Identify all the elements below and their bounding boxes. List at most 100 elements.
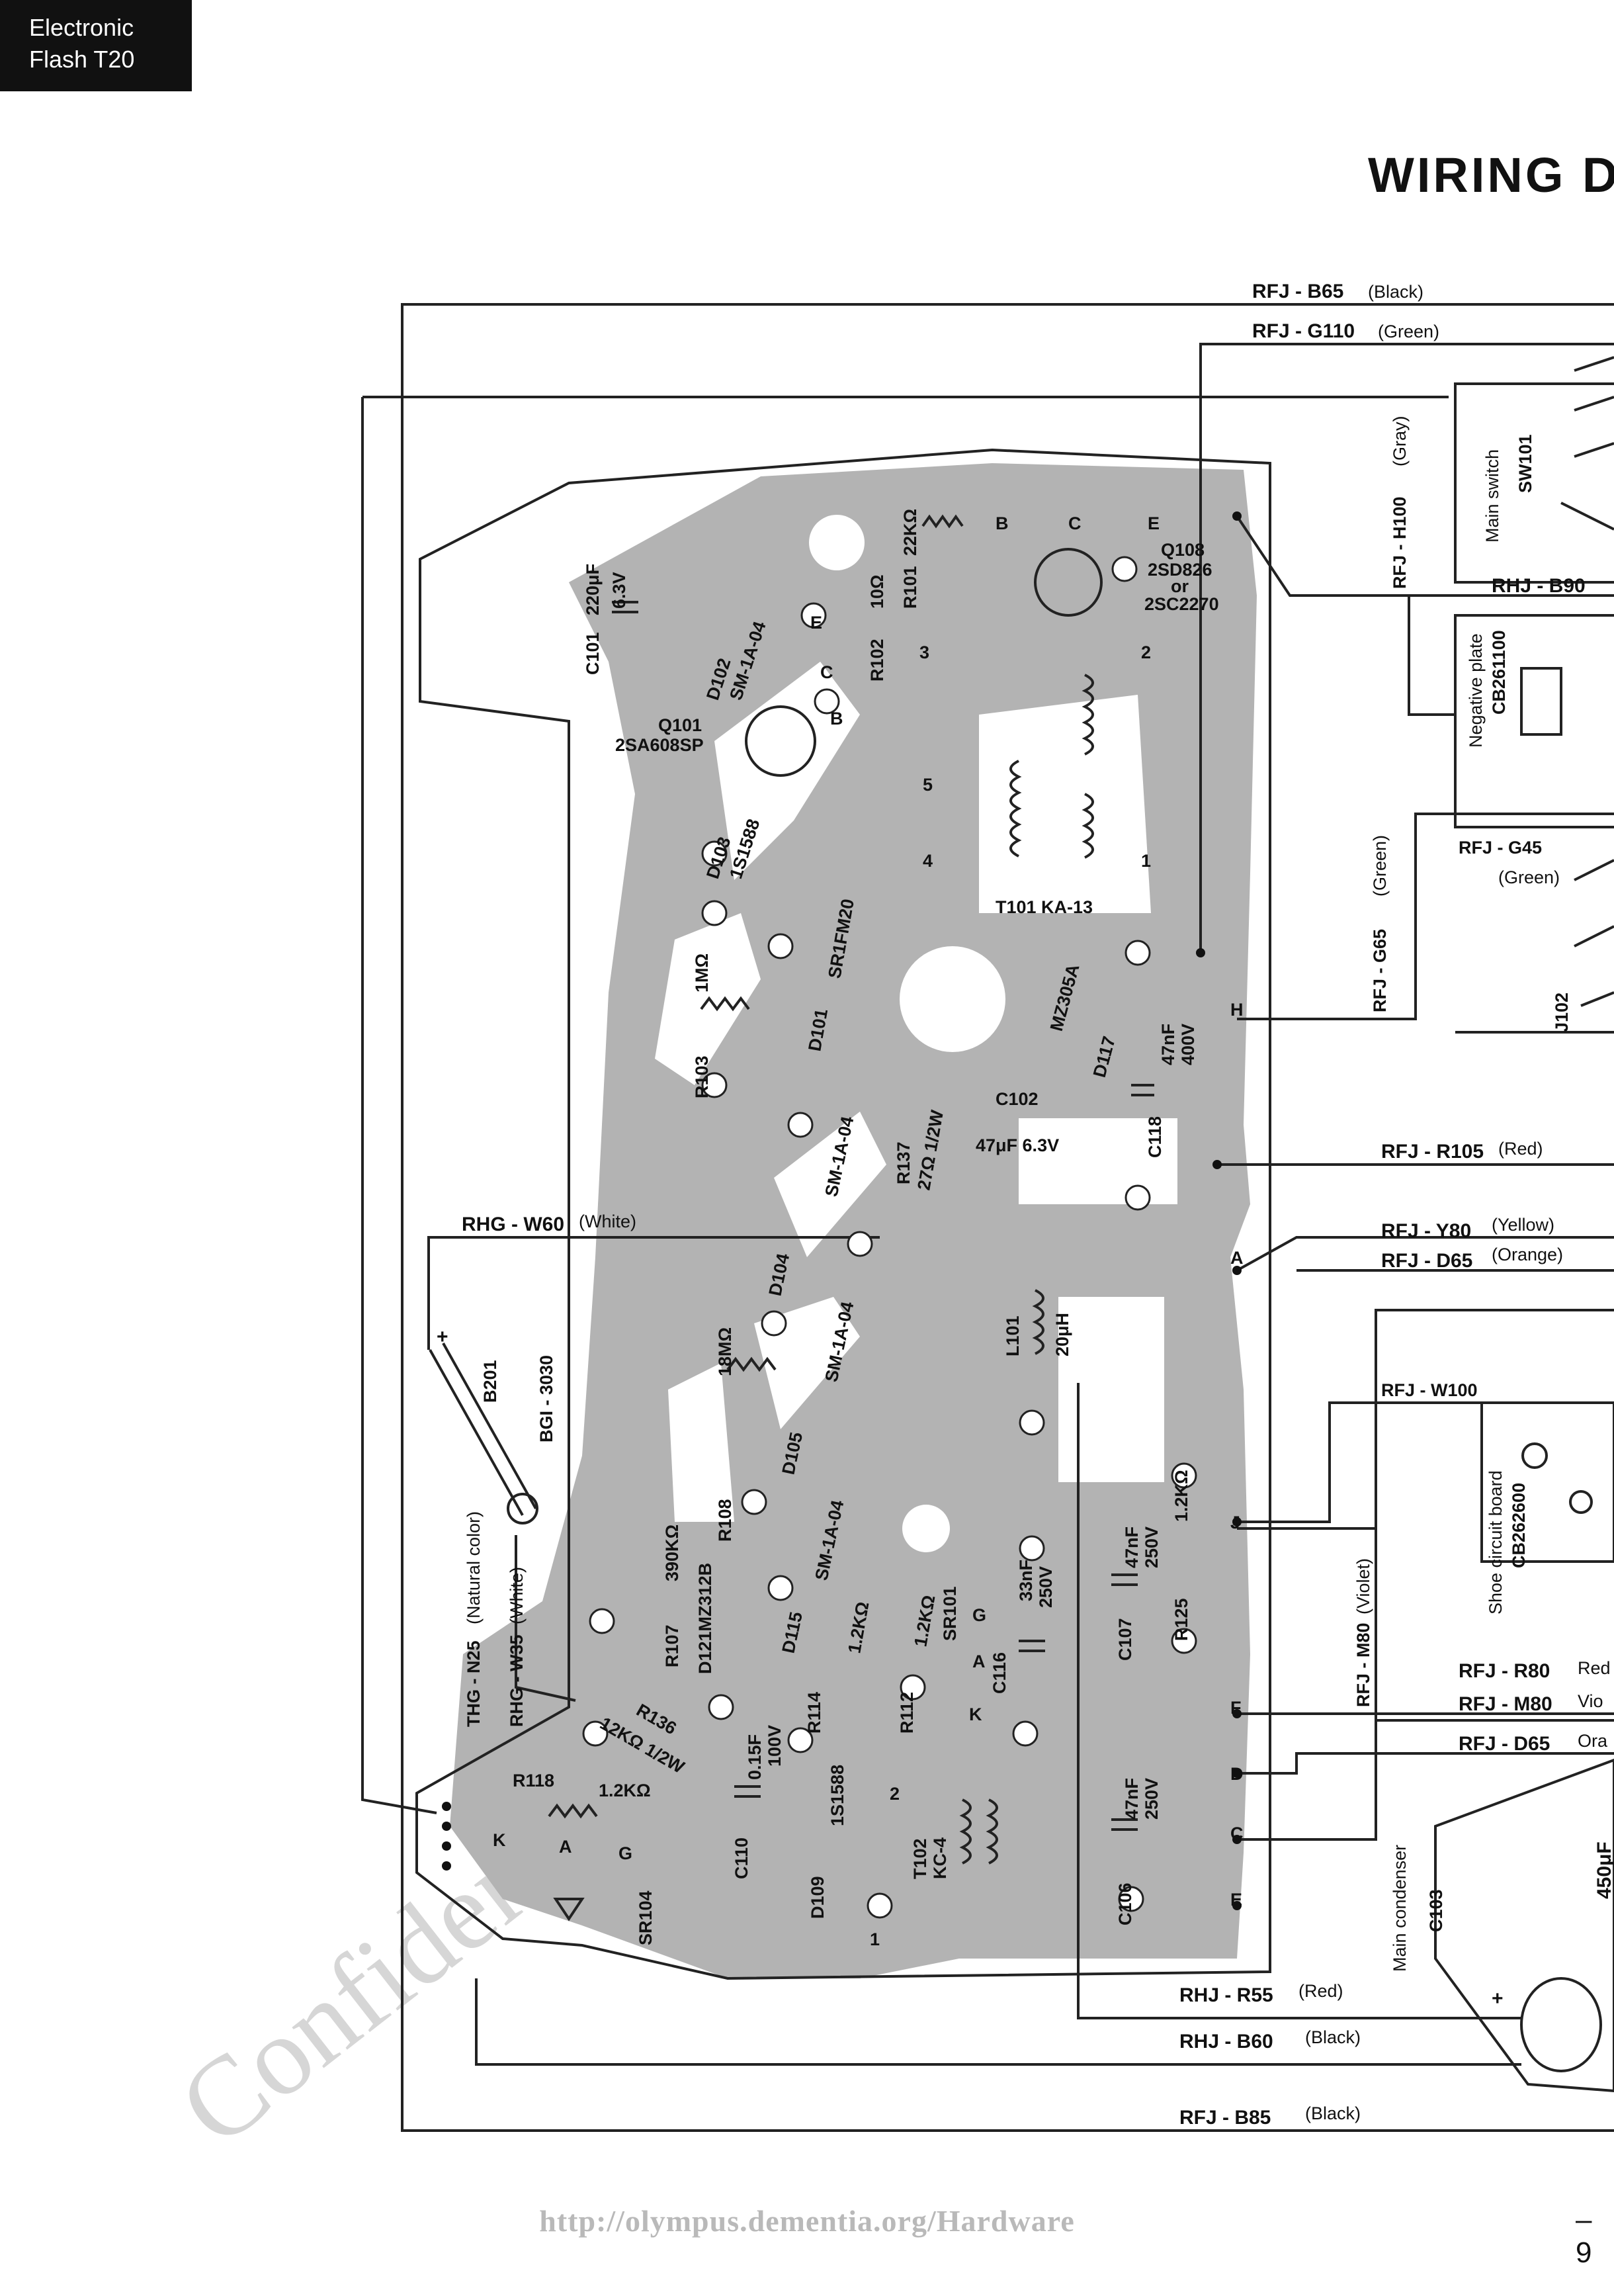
- t102-coil-b: [986, 1798, 998, 1865]
- shoe-screw: [1569, 1490, 1593, 1514]
- label-rhg-w60-color: (White): [579, 1212, 636, 1231]
- label-c118: C118: [1145, 1116, 1165, 1158]
- label-c110-v: 100V: [765, 1725, 785, 1767]
- solder-pad: [800, 602, 827, 629]
- c118-capacitor: [1131, 1084, 1154, 1096]
- pcb-copper: [450, 463, 1257, 1978]
- junction: [1232, 1835, 1242, 1844]
- solder-pad: [1125, 1184, 1151, 1211]
- shoe-screw: [1521, 1442, 1548, 1469]
- label-rfj-m80: RFJ - M80: [1353, 1622, 1373, 1707]
- solder-pad: [867, 1892, 893, 1919]
- label-main-condenser: Main condenser: [1390, 1845, 1410, 1972]
- label-r114: R114: [804, 1692, 824, 1734]
- pin-b-q101: B: [830, 709, 843, 729]
- c110-capacitor: [734, 1785, 761, 1798]
- label-rfj-y80-color: (Yellow): [1492, 1215, 1554, 1235]
- right-parts: [1434, 356, 1614, 2093]
- label-rfj-b65: RFJ - B65: [1252, 281, 1343, 302]
- label-rfj-d65-color: (Orange): [1492, 1245, 1563, 1264]
- label-rfj-b65-color: (Black): [1368, 282, 1423, 302]
- tube-end: [507, 1493, 538, 1524]
- solder-pad: [900, 1674, 926, 1700]
- pin-2-t101: 2: [1141, 642, 1151, 662]
- pin-c-q108: C: [1068, 513, 1082, 533]
- label-rfj-d65-b: RFJ - D65: [1459, 1733, 1550, 1755]
- solder-pad: [1125, 940, 1151, 966]
- label-rfj-r105: RFJ - R105: [1381, 1141, 1484, 1163]
- label-r101-val: 22KΩ: [900, 509, 920, 556]
- terminal-a: A: [1230, 1248, 1244, 1268]
- label-t102-val: KC-4: [930, 1837, 950, 1879]
- solder-pad: [701, 840, 728, 867]
- terminal-j: J: [1230, 1513, 1240, 1532]
- label-c101-v: 6.3V: [609, 572, 629, 609]
- pin-g-sr101: G: [972, 1605, 986, 1625]
- solder-pad: [1019, 1409, 1045, 1436]
- pin-k-sr101: K: [969, 1704, 982, 1724]
- solder-pad: [1012, 1720, 1039, 1747]
- label-r103-val: 1MΩ: [692, 953, 712, 993]
- label-rhj-b60-color: (Black): [1305, 2027, 1361, 2047]
- condenser-end: [1520, 1977, 1602, 2072]
- pin-3: 3: [919, 642, 929, 662]
- label-rfj-h100-color: (Gray): [1390, 416, 1410, 467]
- junction: [1232, 1517, 1242, 1526]
- solder-pad: [589, 1608, 615, 1634]
- wire-rfj-b85: [401, 1833, 1614, 2132]
- label-c101: C101: [583, 632, 603, 675]
- pcb-gap: [774, 1112, 886, 1257]
- label-rfj-g45: RFJ - G45: [1459, 838, 1542, 858]
- solder-pad: [761, 1310, 787, 1337]
- wire-rhg-w60: [427, 1236, 880, 1350]
- label-thg-n25: THG - N25: [464, 1640, 484, 1727]
- pin-a-sr104: A: [559, 1837, 572, 1857]
- label-rhj-r55: RHJ - R55: [1179, 1984, 1273, 2006]
- terminal-e: E: [1230, 1890, 1242, 1910]
- pin-k-sr104: K: [493, 1830, 506, 1850]
- c106-capacitor: [1111, 1818, 1138, 1831]
- label-c116-val: 33nF: [1016, 1560, 1036, 1601]
- wire-to-d: [1237, 1752, 1614, 1775]
- wire-rfj-g65: [1237, 813, 1455, 1020]
- label-r107: R107: [662, 1624, 682, 1667]
- terminal-d: D: [1230, 1764, 1244, 1784]
- label-negative-plate: Negative plate: [1466, 633, 1486, 748]
- wire-rhj-r55: [1077, 1383, 1521, 2019]
- label-rfj-g65-color: (Green): [1370, 835, 1390, 897]
- label-c102: C102: [996, 1089, 1039, 1109]
- pin-e-q108: E: [1148, 513, 1160, 533]
- label-j102: J102: [1552, 993, 1572, 1032]
- label-r107-val: 390KΩ: [662, 1524, 682, 1581]
- mount-hole: [809, 515, 865, 570]
- wire-rfj-m80: [1237, 1527, 1614, 1722]
- label-r103: R103: [692, 1055, 712, 1098]
- label-rfj-d65-b-color: Ora: [1578, 1731, 1608, 1751]
- label-r125: R125: [1171, 1598, 1191, 1641]
- wire-rfj-g110: [1199, 343, 1614, 953]
- label-q108-or: or: [1171, 576, 1189, 596]
- label-c118-v: 400V: [1178, 1024, 1198, 1065]
- pcb-gap: [1019, 1118, 1177, 1204]
- condenser-plus: +: [1492, 1988, 1504, 2009]
- r101-resistor: [921, 514, 964, 529]
- label-rfj-r80-b-color: Red: [1578, 1658, 1611, 1678]
- l101-coil: [1032, 1289, 1044, 1355]
- solder-pad: [767, 1575, 794, 1601]
- pcb-gap: [668, 1363, 734, 1522]
- mount-hole: [900, 946, 1005, 1052]
- label-c106-v: 250V: [1142, 1778, 1162, 1820]
- pcb-gap: [1058, 1297, 1164, 1482]
- wire-loop-top: [361, 397, 437, 1814]
- junction: [442, 1802, 451, 1811]
- junction: [442, 1841, 451, 1851]
- wire-rfj-b65: [401, 303, 1614, 1833]
- junction: [1196, 948, 1205, 957]
- label-shoe-board: Shoe circuit board: [1486, 1470, 1506, 1614]
- solder-pad: [814, 688, 840, 715]
- label-r102-val: 10Ω: [867, 574, 887, 609]
- solder-pad: [767, 933, 794, 959]
- solder-pad: [701, 900, 728, 926]
- r103-resistor: [700, 996, 750, 1012]
- label-r118: R118: [513, 1771, 554, 1790]
